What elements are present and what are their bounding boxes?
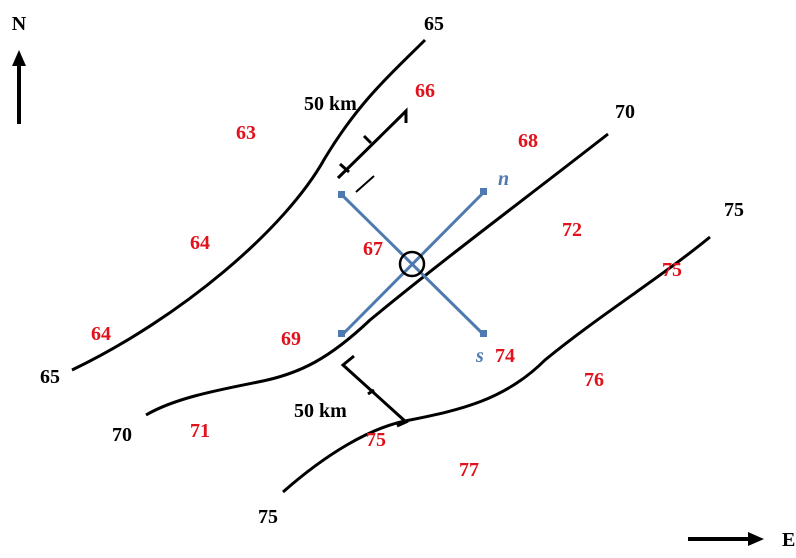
lower-scale-label: 50 km (294, 400, 347, 422)
axis-n-label: n (498, 168, 509, 190)
axis-end-ne (480, 188, 487, 195)
upper-scale-label: 50 km (304, 93, 357, 115)
value-72: 72 (562, 219, 582, 241)
ns-axes (338, 188, 487, 337)
contour-70-bottom-label: 70 (112, 424, 132, 446)
value-77: 77 (459, 459, 479, 481)
value-76: 76 (584, 369, 604, 391)
origin-marker (398, 250, 426, 278)
contour-75-top-label: 75 (724, 199, 744, 221)
value-74: 74 (495, 345, 515, 367)
value-75-left: 75 (366, 429, 386, 451)
value-69: 69 (281, 328, 301, 350)
contour-70 (145, 132, 609, 417)
value-64-lower: 64 (91, 323, 111, 345)
value-64-upper: 64 (190, 232, 210, 254)
contour-75 (282, 235, 711, 494)
contour-65-bottom-label: 65 (40, 366, 60, 388)
value-71: 71 (190, 420, 210, 442)
axis-end-se (480, 330, 487, 337)
east-label: E (782, 529, 795, 551)
north-arrow (12, 50, 26, 124)
upper-scale-bar (336, 107, 408, 193)
value-63: 63 (236, 122, 256, 144)
value-68: 68 (518, 130, 538, 152)
value-75-right: 75 (662, 259, 682, 281)
contour-65 (71, 38, 427, 372)
axis-end-sw (338, 330, 345, 337)
contour-70-top-label: 70 (615, 101, 635, 123)
axis-end-nw (338, 191, 345, 198)
east-arrow (688, 532, 764, 546)
contour-65-top-label: 65 (424, 13, 444, 35)
lower-scale-bar (340, 354, 409, 428)
axis-s-label: s (475, 345, 484, 367)
contour-75-bottom-label: 75 (258, 506, 278, 528)
value-66: 66 (415, 80, 435, 102)
value-67: 67 (363, 238, 383, 260)
north-label: N (12, 13, 27, 35)
